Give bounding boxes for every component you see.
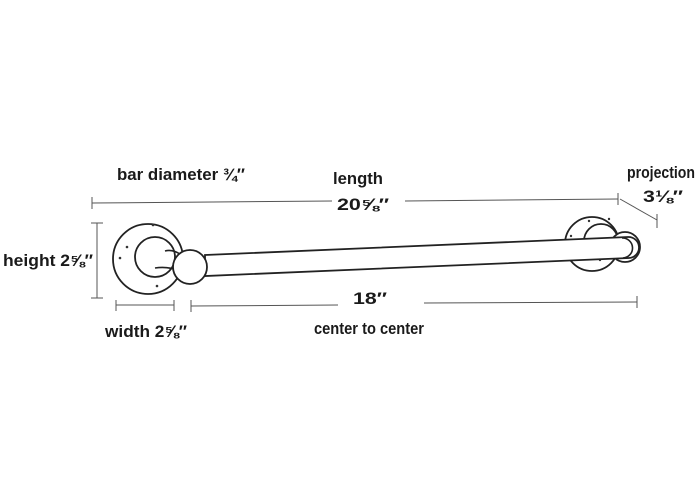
width-dimension-line (115, 300, 175, 311)
height-dimension-line (91, 222, 103, 299)
height-label: height 2⅝″ (3, 251, 93, 270)
projection-dimension-line (619, 198, 658, 228)
length-value: 20⅝″ (337, 195, 389, 214)
width-label: width 2⅝″ (104, 322, 187, 341)
length-title: length (333, 169, 383, 188)
towel-bar (204, 236, 640, 277)
bar-end-cap (621, 237, 634, 259)
left-knob (172, 249, 208, 285)
center-value: 18″ (353, 289, 387, 308)
projection-value: 3⅛″ (643, 187, 683, 206)
center-title: center to center (314, 319, 424, 338)
left-flange (112, 223, 184, 295)
projection-title: projection (627, 163, 695, 182)
bar-diameter-label: bar diameter ¾″ (117, 165, 245, 184)
center-dimension-line (190, 296, 638, 312)
length-dimension-line (91, 193, 619, 209)
